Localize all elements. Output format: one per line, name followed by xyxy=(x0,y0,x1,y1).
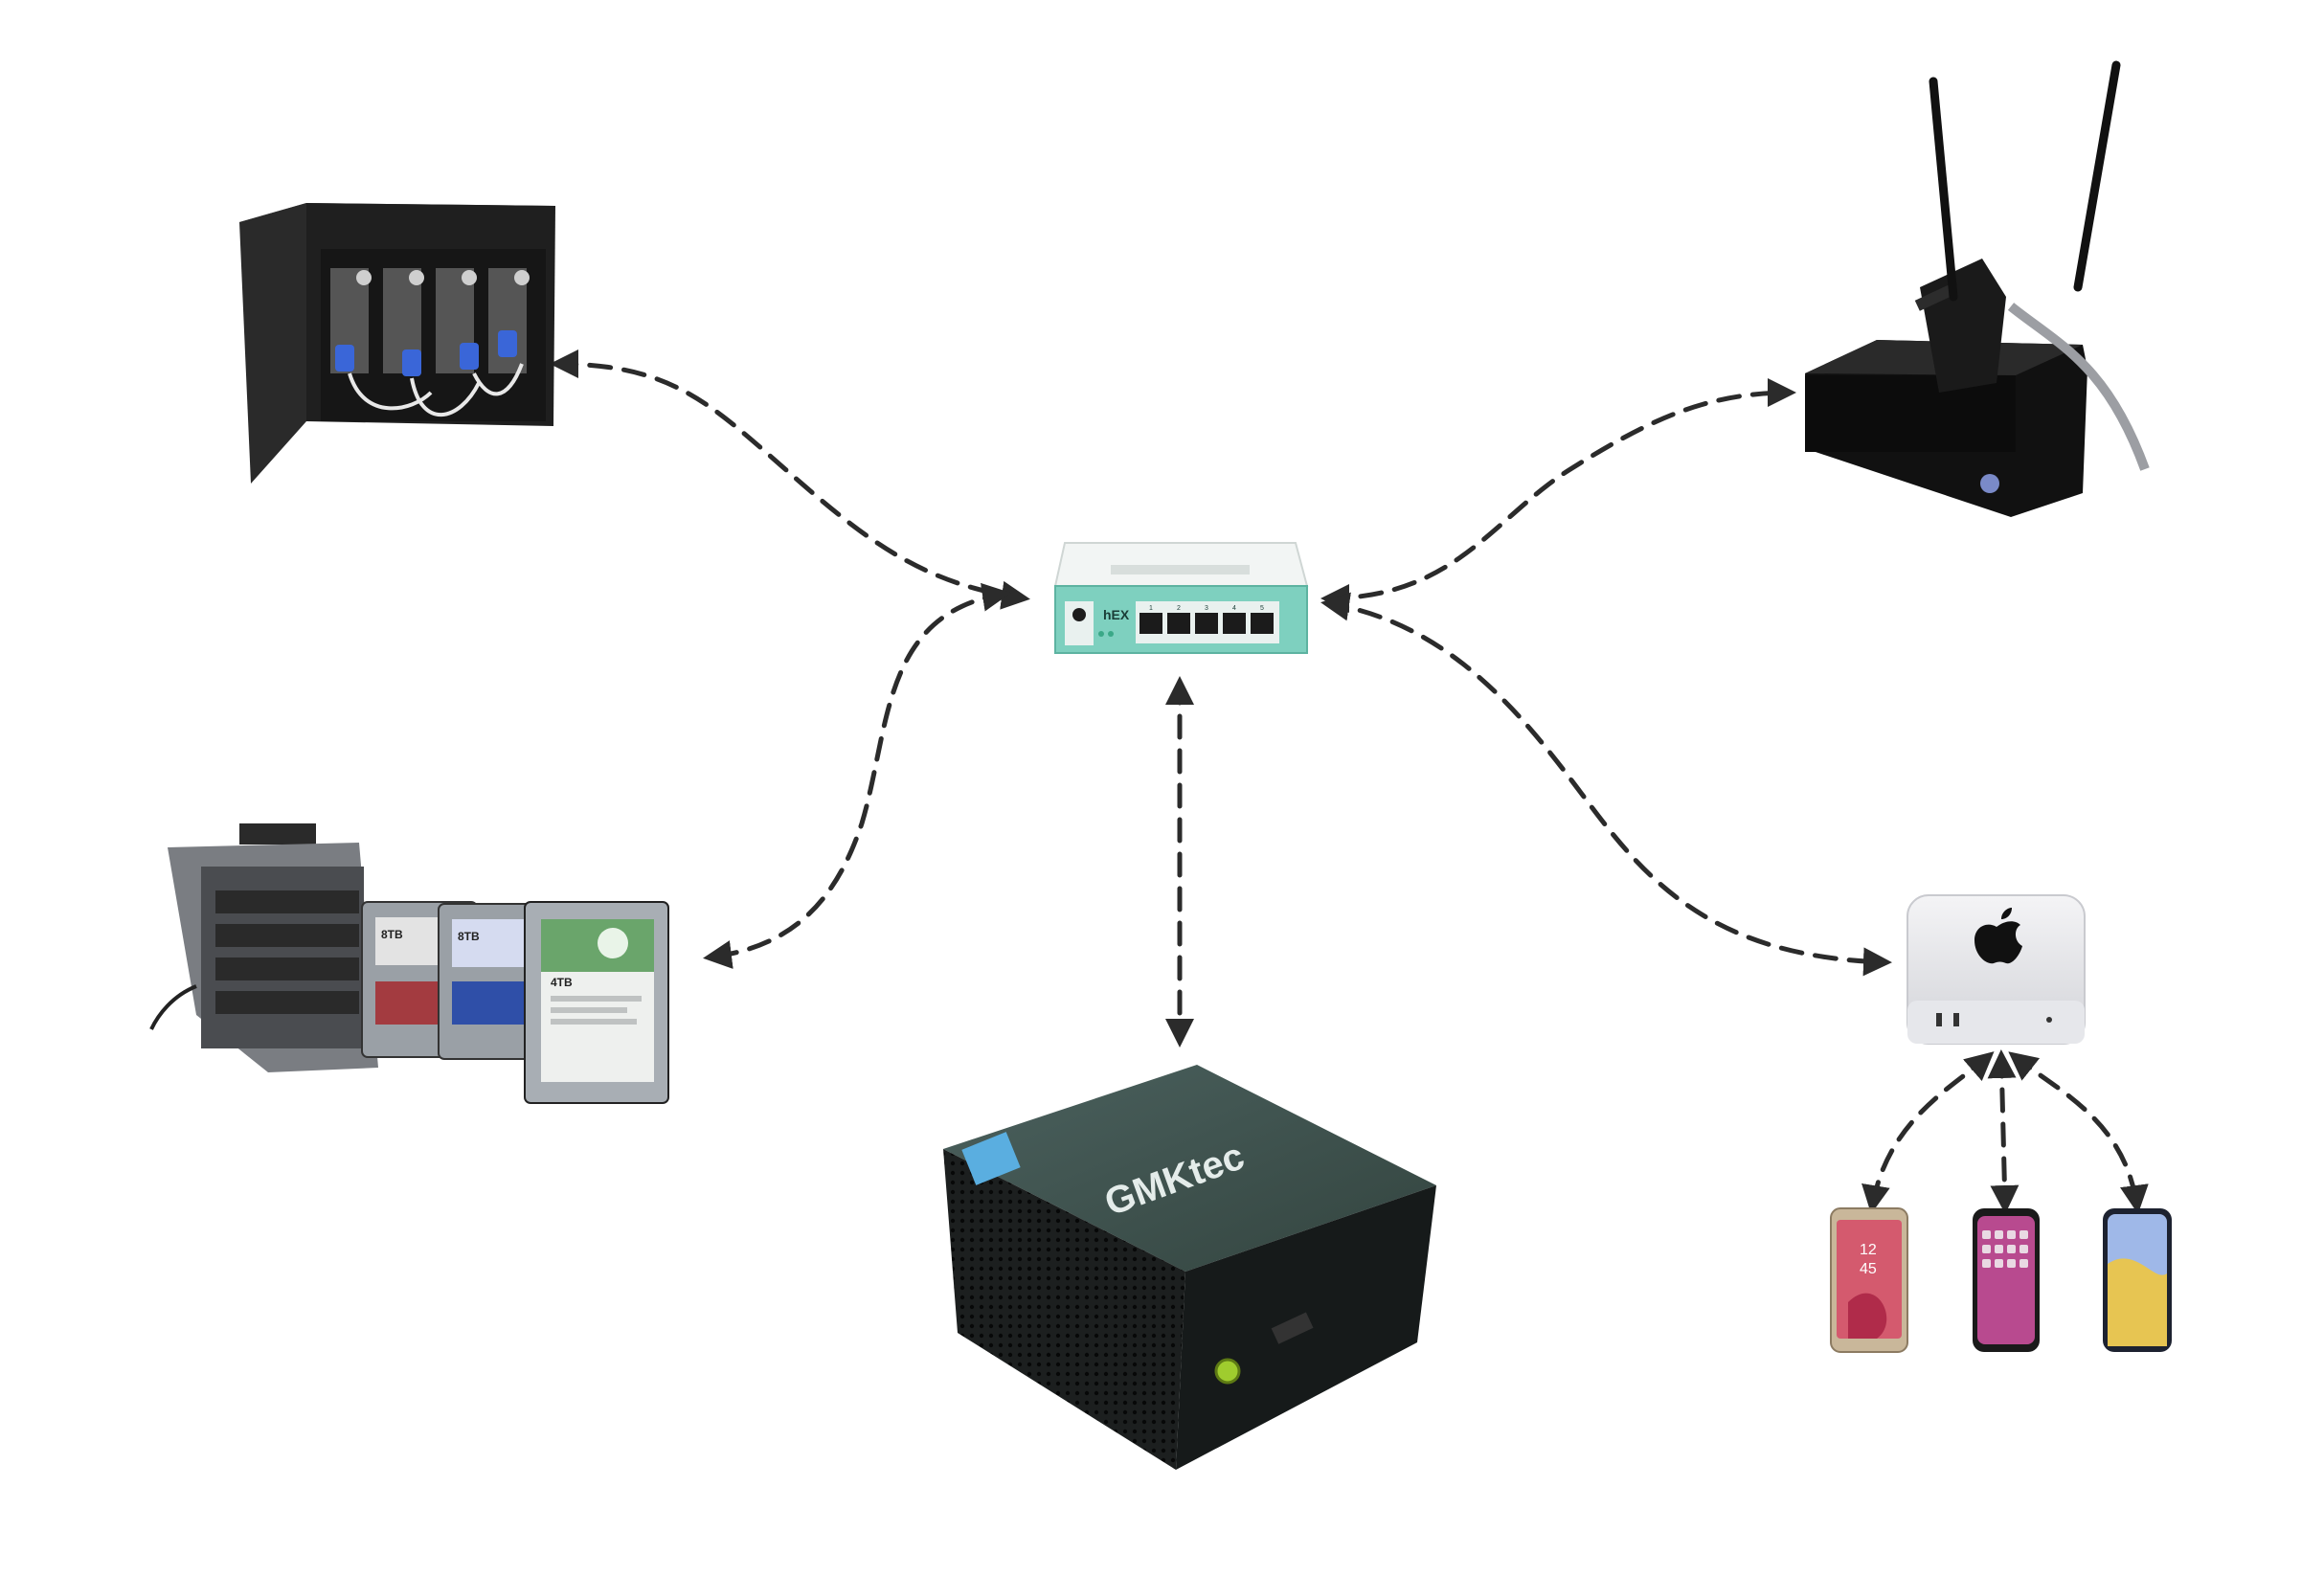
apple-logo-icon xyxy=(1974,908,2022,964)
cluster-case-device xyxy=(239,203,555,484)
router-port-5[interactable] xyxy=(1251,613,1274,634)
mini-pc-device: GMKtec xyxy=(943,1065,1436,1470)
hdd-label-1: 8TB xyxy=(381,928,403,941)
router-ports: 1 2 3 4 5 xyxy=(1139,605,1274,634)
router-port-label-5: 5 xyxy=(1260,605,1264,612)
antenna-left-icon xyxy=(1929,77,1958,302)
router-port-3[interactable] xyxy=(1195,613,1218,634)
hdd-label-2: 8TB xyxy=(458,930,480,943)
link-router-raid xyxy=(703,582,1011,969)
hdd-group: 8TB 8TB 4TB xyxy=(361,901,669,1104)
mac-mini-device xyxy=(1907,894,2086,1045)
router-port-4[interactable] xyxy=(1223,613,1246,634)
phone-time-hours: 12 xyxy=(1860,1242,1877,1258)
antenna-right-icon xyxy=(2073,60,2121,292)
router-brand-label: hEX xyxy=(1103,607,1130,622)
hdd-label-3: 4TB xyxy=(551,976,573,989)
phone-device-2 xyxy=(1973,1208,2040,1352)
router-device: hEX 1 2 3 4 5 xyxy=(1053,542,1309,654)
router-port-label-4: 4 xyxy=(1232,605,1236,612)
connectors xyxy=(550,349,2149,1214)
link-mac-phone-1 xyxy=(1861,1051,1995,1214)
power-button-icon[interactable] xyxy=(1214,1358,1241,1385)
link-router-gateway xyxy=(1320,378,1796,613)
router-port-label-1: 1 xyxy=(1149,605,1153,612)
link-mac-phone-2 xyxy=(1987,1049,2019,1214)
router-port-1[interactable] xyxy=(1139,613,1162,634)
router-port-2[interactable] xyxy=(1167,613,1190,634)
raid-enclosure-device xyxy=(149,823,378,1072)
phone-time-minutes: 45 xyxy=(1860,1261,1877,1277)
phone-device-3 xyxy=(2103,1208,2172,1352)
antenna-gateway-device xyxy=(1805,60,2150,517)
link-router-macmini xyxy=(1320,592,1892,977)
router-port-label-2: 2 xyxy=(1177,605,1181,612)
link-router-cluster xyxy=(550,349,1030,610)
phone-device-1: 12 45 xyxy=(1830,1207,1908,1353)
router-port-label-3: 3 xyxy=(1205,605,1208,612)
link-mac-phone-3 xyxy=(2008,1051,2149,1214)
